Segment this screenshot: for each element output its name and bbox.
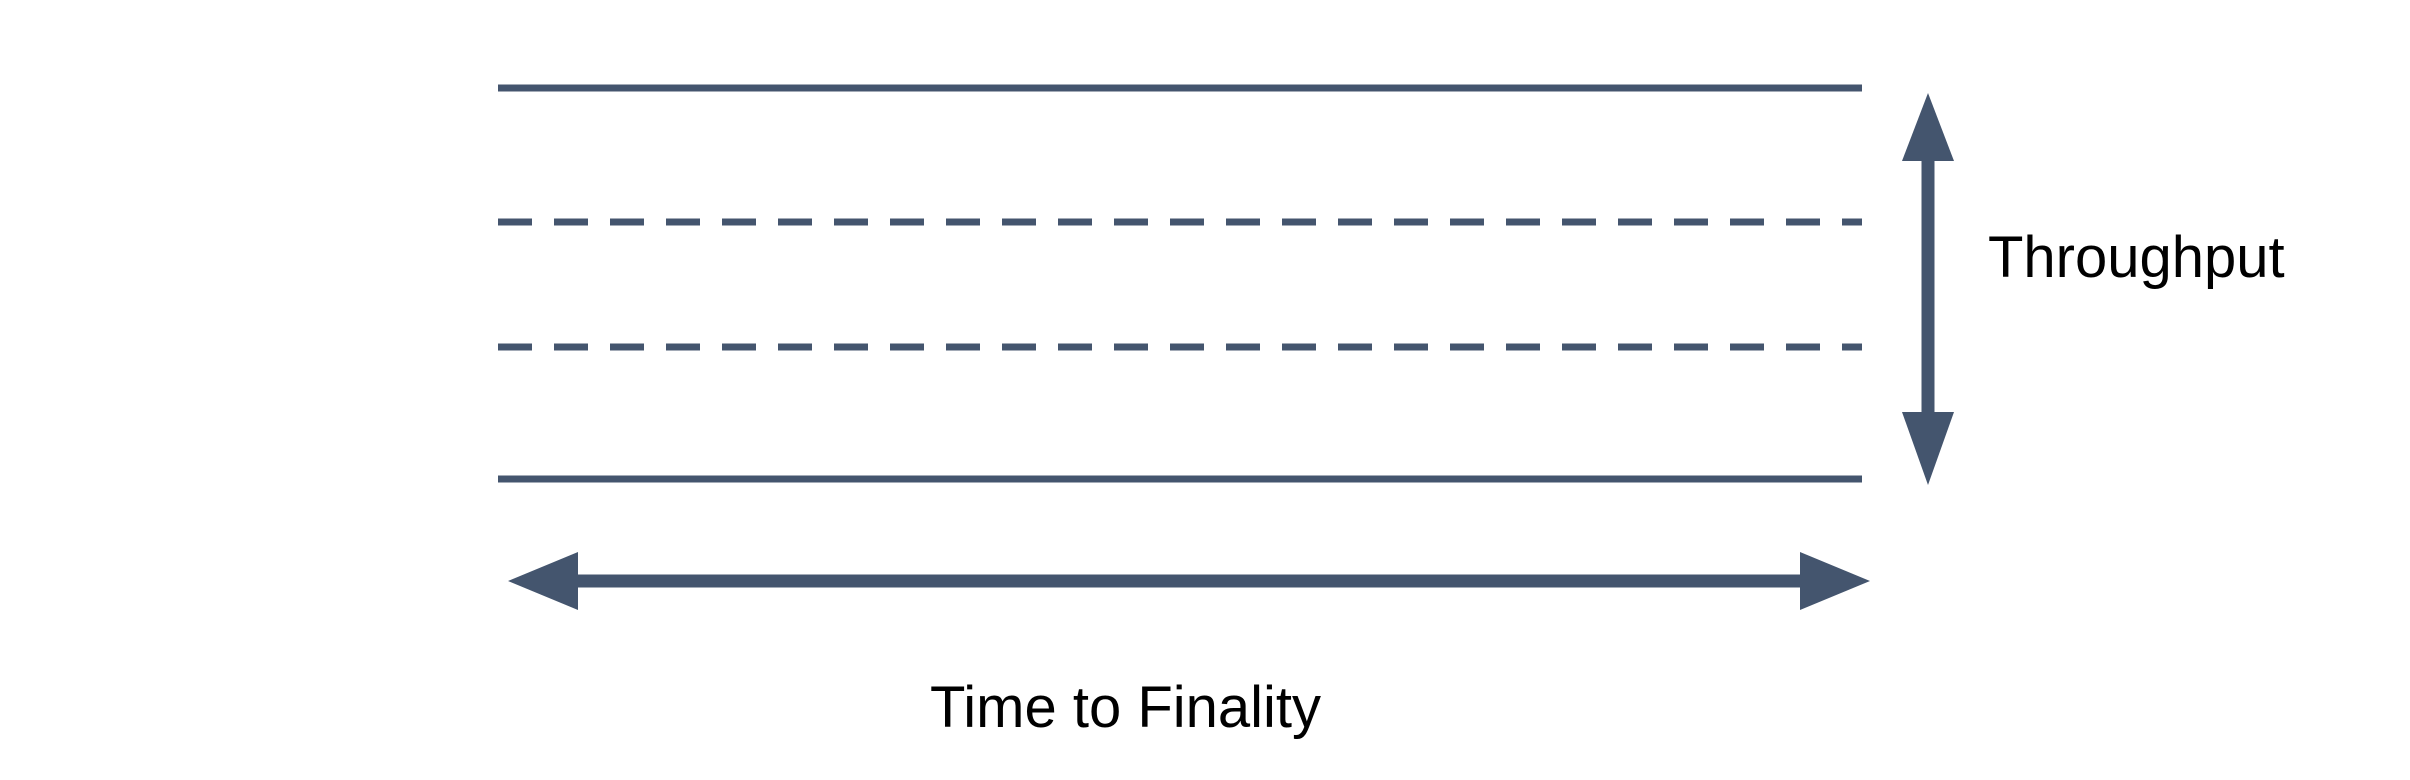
throughput-axis-label: Throughput [1988, 225, 2285, 290]
double-headed-horizontal-arrow-icon [508, 552, 1870, 610]
time-to-finality-axis-label: Time to Finality [930, 675, 1322, 740]
double-headed-vertical-arrow-icon [1902, 93, 1954, 485]
lane-lines-group [498, 84, 1862, 483]
